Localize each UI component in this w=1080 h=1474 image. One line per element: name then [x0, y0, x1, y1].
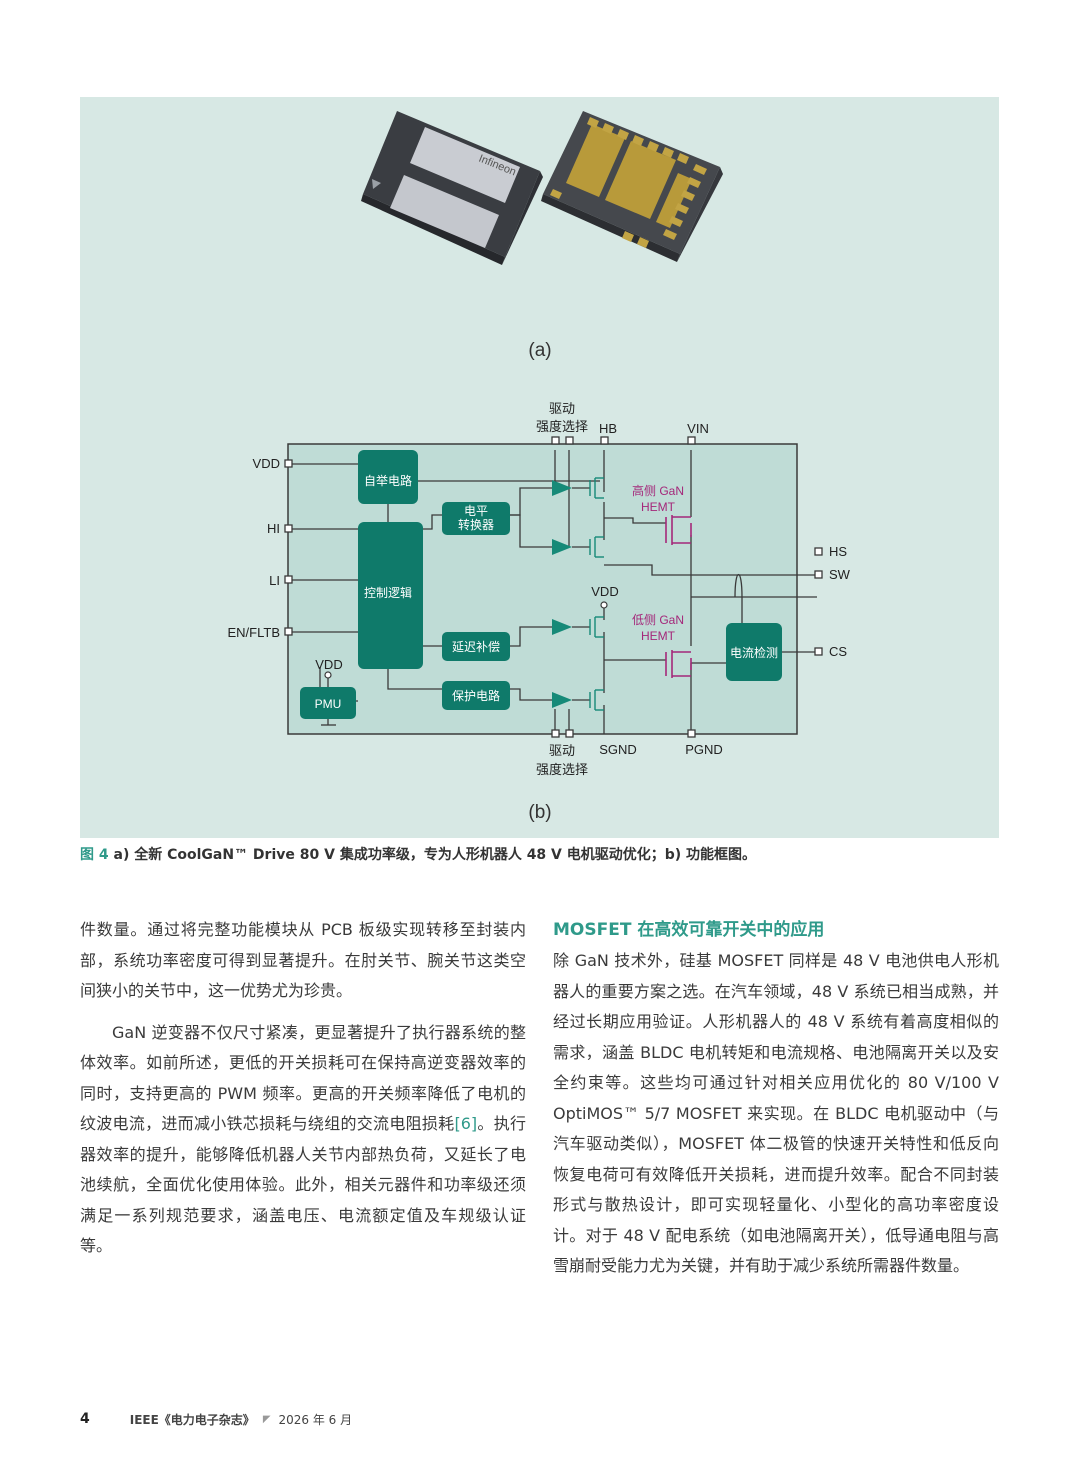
hemt-symbols [665, 515, 692, 678]
journal-name: IEEE《电力电子杂志》 [129, 1412, 255, 1427]
current-sense-block [726, 623, 782, 681]
pin-hi-label: HI [267, 521, 280, 536]
pin-li-label: LI [269, 573, 280, 588]
block-diagram: 自举电路 控制逻辑 电平 转换器 延迟补偿 保护电路 PMU 电流检测 高侧 G… [228, 401, 851, 777]
caption-label: 图 4 [80, 847, 109, 863]
mid-vdd-label: VDD [591, 584, 618, 599]
paragraph: 件数量。通过将完整功能模块从 PCB 板级实现转移至封装内部，系统功率密度可得到… [80, 920, 526, 1000]
top-drive-label-1: 驱动 [549, 401, 575, 416]
pin-sgnd-label: SGND [599, 742, 637, 757]
paragraph: GaN 逆变器不仅尺寸紧凑，更显著提升了执行器系统的整体效率。如前所述，更低的开… [80, 1018, 526, 1262]
paragraph-text: 。执行器效率的提升，能够降低机器人关节内部热负荷，又延长了电池续航，全面优化使用… [80, 1114, 526, 1255]
protection-block [442, 681, 510, 710]
right-column: MOSFET 在高效可靠开关中的应用 除 GaN 技术外，硅基 MOSFET 同… [553, 915, 999, 1282]
bottom-drive-label-1: 驱动 [549, 743, 575, 758]
pin-pgnd-label: PGND [685, 742, 723, 757]
pmu-label: PMU [315, 697, 342, 711]
protection-label: 保护电路 [452, 688, 500, 703]
pin-cs-label: CS [829, 644, 847, 659]
figure-4-image: Infineon (a) [228, 111, 851, 823]
delay-comp-label: 延迟补偿 [452, 639, 500, 654]
chip-bottom-view [541, 111, 723, 262]
hemt-high-label-2: HEMT [641, 500, 676, 514]
pmu-vdd-label: VDD [315, 657, 342, 672]
paragraph-text: GaN 逆变器不仅尺寸紧凑，更显著提升了执行器系统的整体效率。如前所述，更低的开… [80, 1022, 526, 1134]
chip-top-view: Infineon [361, 111, 543, 265]
hemt-low-label-2: HEMT [641, 629, 676, 643]
paragraph: 除 GaN 技术外，硅基 MOSFET 同样是 48 V 电池供电人形机器人的重… [553, 951, 999, 1275]
page-footer: 4 IEEE《电力电子杂志》 ◤ 2026 年 6 月 [80, 1408, 352, 1430]
caption-text: a) 全新 CoolGaN™ Drive 80 V 集成功率级，专为人形机器人 … [108, 847, 757, 863]
subfigure-label-a: (a) [528, 340, 551, 361]
figure-panel: Infineon (a) [80, 97, 999, 838]
bottom-drive-label-2: 强度选择 [536, 762, 588, 777]
pmu-block [300, 687, 356, 719]
control-logic-label: 控制逻辑 [364, 586, 412, 600]
bootstrap-block [358, 450, 418, 504]
pin-vdd-label: VDD [253, 456, 280, 471]
bootstrap-label: 自举电路 [364, 473, 412, 488]
pin-en-label: EN/FLTB [228, 625, 281, 640]
left-column: 件数量。通过将完整功能模块从 PCB 板级实现转移至封装内部，系统功率密度可得到… [80, 915, 526, 1262]
current-sense-label: 电流检测 [730, 645, 778, 660]
pin-sw-label: SW [829, 567, 851, 582]
control-logic-block [358, 522, 423, 669]
section-heading: MOSFET 在高效可靠开关中的应用 [553, 920, 825, 940]
figure-caption: 图 4 a) 全新 CoolGaN™ Drive 80 V 集成功率级，专为人形… [80, 845, 1000, 865]
level-shifter-label-1: 电平 [464, 504, 488, 518]
pin-hs-label: HS [829, 544, 847, 559]
citation-link[interactable]: [6] [454, 1114, 478, 1133]
page-number: 4 [80, 1411, 90, 1427]
delay-comp-block [442, 632, 510, 661]
level-shifter-block [442, 502, 510, 535]
subfigure-label-b: (b) [528, 802, 551, 823]
hemt-low-label-1: 低侧 GaN [632, 613, 684, 627]
pin-vin-label: VIN [687, 421, 709, 436]
hemt-high-label-1: 高侧 GaN [632, 483, 684, 498]
top-drive-label-2: 强度选择 [536, 419, 588, 434]
pin-hb-label: HB [599, 421, 617, 436]
triangle-icon: ◤ [262, 1413, 271, 1425]
level-shifter-label-2: 转换器 [458, 517, 494, 532]
issue-date: 2026 年 6 月 [278, 1412, 353, 1427]
